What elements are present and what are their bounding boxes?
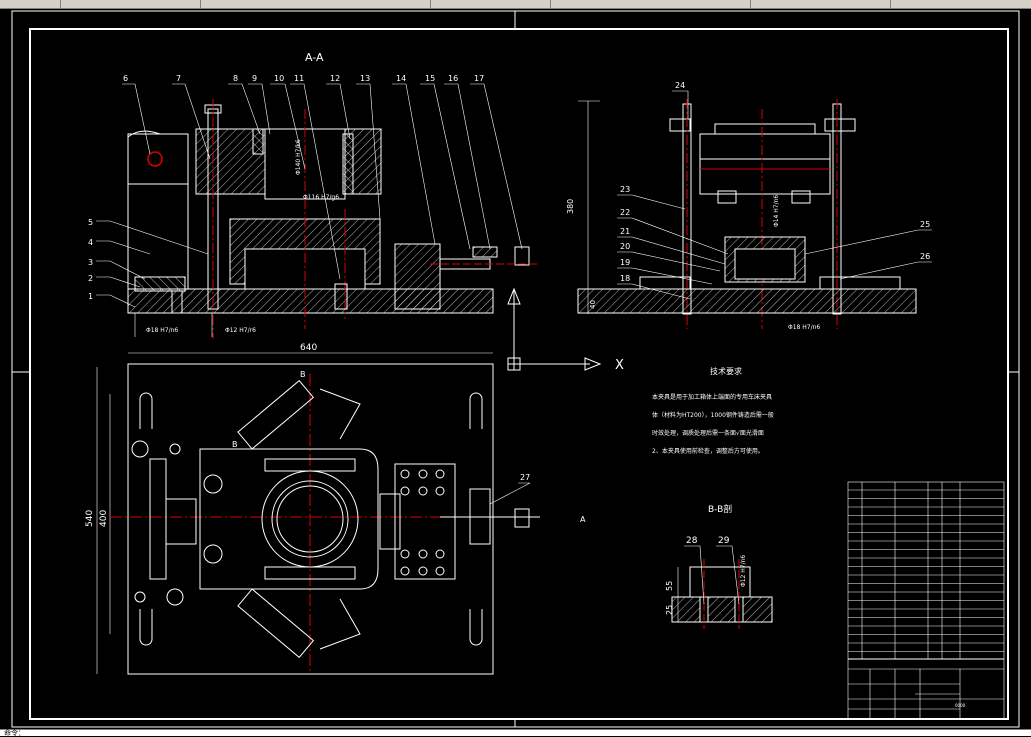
sheet-outer-border bbox=[11, 10, 1020, 728]
balloon-number: 26 bbox=[920, 252, 930, 261]
balloon-number: 15 bbox=[425, 74, 435, 83]
balloon-number: 23 bbox=[620, 185, 630, 194]
fit-annotation: Φ18 H7/n6 bbox=[146, 327, 178, 334]
dimension-text: 400 bbox=[99, 510, 109, 527]
toolbar-cell[interactable] bbox=[750, 0, 891, 8]
balloon-callouts-top: 6 7 8 9 10 11 12 13 14 15 16 17 bbox=[123, 74, 484, 83]
slider-block bbox=[394, 243, 441, 310]
tech-req-line: 2、本夹具使用前检查，调整后方可使用。 bbox=[652, 447, 764, 455]
balloon-number: 9 bbox=[252, 74, 257, 83]
balloon-number: 11 bbox=[294, 74, 304, 83]
fit-annotation: Φ12 H7/r6 bbox=[225, 327, 256, 334]
view-marker: A bbox=[580, 515, 586, 524]
balloon-number: 12 bbox=[330, 74, 340, 83]
view-marker: B bbox=[232, 440, 238, 449]
dimension-text: 640 bbox=[300, 343, 317, 353]
screw-knob bbox=[514, 246, 530, 266]
tech-req-line: 体（材料为HT200），1000钢件铸造后需一般 bbox=[652, 411, 774, 419]
ucs-icon: X bbox=[507, 287, 624, 373]
balloon-number: 21 bbox=[620, 227, 630, 236]
balloon-number: 16 bbox=[448, 74, 458, 83]
balloon-number: 6 bbox=[123, 74, 128, 83]
balloon-number: 22 bbox=[620, 208, 630, 217]
toolbar-cell[interactable] bbox=[890, 0, 1031, 8]
dimension-text: 40 bbox=[589, 300, 597, 309]
fit-annotation: Φ14 H7/n6 bbox=[773, 195, 780, 227]
balloon-callouts-left: 5 4 3 2 1 bbox=[88, 218, 93, 301]
balloon-number: 13 bbox=[360, 74, 370, 83]
tech-req-title: 技术要求 bbox=[710, 366, 742, 376]
balloon-number: 17 bbox=[474, 74, 484, 83]
tech-req-line: 时效处理，调质处理后需一条面√面光滑面 bbox=[652, 429, 764, 437]
side-base bbox=[577, 288, 917, 314]
dimension-text: 540 bbox=[85, 510, 95, 527]
balloon-number: 8 bbox=[233, 74, 238, 83]
balloon-number: 14 bbox=[396, 74, 406, 83]
fixture-body-left bbox=[127, 183, 189, 290]
balloon-number: 29 bbox=[718, 536, 730, 546]
balloon-number: 28 bbox=[686, 536, 698, 546]
balloon-number: 2 bbox=[88, 274, 93, 283]
parts-list-table: 0000 bbox=[847, 481, 1005, 720]
drawing-canvas[interactable]: A-A Φ140 H7/k6 Φ116 H7/g6 Φ1 bbox=[0, 9, 1031, 729]
section-bb-title: B-B剖 bbox=[708, 503, 732, 515]
toolbar-cell[interactable] bbox=[430, 0, 551, 8]
toolbar-cell[interactable] bbox=[550, 0, 751, 8]
fit-annotation: Φ140 H7/k6 bbox=[295, 139, 302, 175]
balloon-number: 18 bbox=[620, 274, 630, 283]
balloon-number: 19 bbox=[620, 258, 630, 267]
balloon-number: 4 bbox=[88, 238, 93, 247]
plan-view: 640 540 400 bbox=[85, 343, 586, 675]
balloon-number: 27 bbox=[520, 473, 530, 482]
section-aa-title: A-A bbox=[305, 51, 324, 64]
balloon-number: 20 bbox=[620, 242, 630, 251]
section-bb-view: B-B剖 55 25 28 29 Φ12 H7/n6 bbox=[665, 503, 773, 629]
command-line[interactable]: 命令： bbox=[0, 729, 1031, 737]
section-aa-view: A-A Φ140 H7/k6 Φ116 H7/g6 Φ1 bbox=[127, 51, 540, 339]
toolbar-cell[interactable] bbox=[60, 0, 201, 8]
balloon-number: 24 bbox=[675, 81, 685, 90]
fit-annotation: Φ116 H7/g6 bbox=[303, 194, 339, 201]
tech-req-line: 本夹具是用于加工箱体上端面的专用车床夹具 bbox=[652, 393, 772, 401]
dimension-text: 380 bbox=[566, 199, 575, 214]
fit-annotation: Φ12 H7/n6 bbox=[740, 555, 747, 587]
leader-lines-top bbox=[122, 83, 523, 280]
ucs-x-label: X bbox=[615, 358, 624, 373]
side-view: 380 40 Φ14 H7/n6 Φ18 H7/n6 24 23 22 21 2… bbox=[566, 81, 932, 331]
view-marker: B bbox=[300, 370, 306, 379]
toolbar-cell[interactable] bbox=[0, 0, 61, 8]
plan-base-plate bbox=[127, 363, 494, 675]
balloon-number: 10 bbox=[274, 74, 284, 83]
technical-requirements: 技术要求 本夹具是用于加工箱体上端面的专用车床夹具 体（材料为HT200），10… bbox=[652, 366, 774, 455]
balloon-number: 3 bbox=[88, 258, 93, 267]
dimension-text: 55 bbox=[665, 581, 674, 591]
title-block-code: 0000 bbox=[955, 703, 966, 708]
dimension-text: 25 bbox=[665, 605, 674, 615]
toolbar-cell[interactable] bbox=[200, 0, 431, 8]
sheet-inner-border bbox=[29, 28, 1009, 720]
toolbar-strip bbox=[0, 0, 1031, 9]
fit-annotation: Φ18 H7/n6 bbox=[788, 324, 820, 331]
balloon-number: 25 bbox=[920, 220, 930, 229]
balloon-number: 7 bbox=[176, 74, 181, 83]
cad-drawing: A-A Φ140 H7/k6 Φ116 H7/g6 Φ1 bbox=[11, 10, 1020, 728]
balloon-number: 5 bbox=[88, 218, 93, 227]
balloon-number: 1 bbox=[88, 292, 93, 301]
